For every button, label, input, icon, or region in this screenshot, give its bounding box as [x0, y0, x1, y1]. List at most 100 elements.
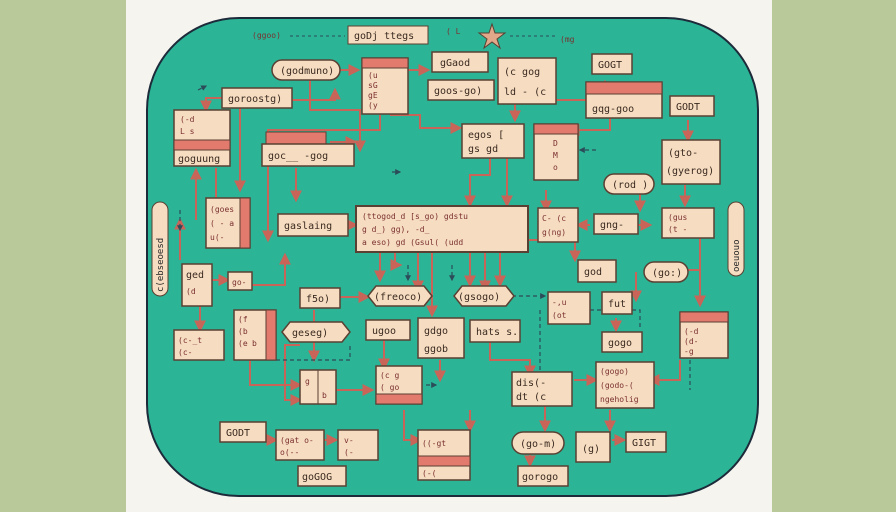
- left-side-label: c(ebseoesd: [156, 238, 166, 292]
- svg-text:(freoco): (freoco): [374, 292, 422, 303]
- left-side-pill: [151, 201, 169, 297]
- node-g-tall: ((-gt (-(: [417, 429, 471, 481]
- svg-text:M: M: [553, 151, 558, 160]
- svg-text:gogo: gogo: [608, 338, 632, 349]
- star-icon: [477, 22, 507, 50]
- node-right-small: (-d (d- -g: [679, 311, 729, 359]
- node-tall-right: (gto- (gyerog): [661, 139, 721, 185]
- svg-text:gqg-goo: gqg-goo: [592, 104, 634, 115]
- node-ggaod: gGaod: [431, 51, 489, 73]
- svg-text:(y: (y: [368, 101, 378, 110]
- svg-text:goGOG: goGOG: [302, 472, 332, 483]
- svg-text:b: b: [252, 339, 257, 348]
- svg-text:gGaod: gGaod: [440, 58, 470, 69]
- node-go-m: (go-m): [511, 431, 565, 455]
- svg-text:hats s.: hats s.: [476, 327, 518, 338]
- svg-text:(b: (b: [238, 327, 248, 336]
- svg-text:(gus: (gus: [668, 213, 687, 222]
- node-gorogo: gorogo: [517, 465, 569, 487]
- svg-text:g d_) gg), -d_: g d_) gg), -d_: [362, 225, 430, 234]
- top-title: goDj ttegs: [354, 31, 414, 42]
- svg-text:( - a: ( - a: [210, 219, 234, 228]
- svg-text:gaslaing: gaslaing: [284, 221, 332, 232]
- svg-text:(rod ): (rod ): [612, 180, 648, 191]
- svg-text:go-: go-: [232, 278, 246, 287]
- node-fut-stack: -,u (ot: [547, 291, 591, 325]
- top-label-right: (mg: [560, 35, 575, 44]
- svg-text:GIGT: GIGT: [632, 438, 656, 449]
- svg-text:((-gt: ((-gt: [422, 439, 446, 448]
- node-vertical-note: D M o: [533, 123, 579, 181]
- svg-text:a eso) gd (Gsul( (udd: a eso) gd (Gsul( (udd: [362, 238, 463, 247]
- node-mini-left: (goes ( - a u(-: [205, 197, 251, 249]
- node-gu: (g): [575, 431, 611, 463]
- svg-text:o: o: [553, 163, 558, 172]
- svg-text:(d: (d: [186, 287, 196, 296]
- svg-text:(-: (-: [344, 448, 354, 457]
- node-center-top: egos [ gs gd: [461, 123, 525, 159]
- node-goos-go: goos-go): [427, 79, 495, 101]
- node-gogo: gogo: [601, 331, 643, 353]
- node-ged: ged (d: [181, 263, 213, 307]
- svg-text:(goes: (goes: [210, 205, 234, 214]
- svg-text:(gsogo): (gsogo): [458, 292, 500, 303]
- svg-text:ggob: ggob: [424, 344, 448, 355]
- svg-text:o(--: o(--: [280, 448, 299, 457]
- node-hats: hats s.: [469, 319, 521, 343]
- node-cpe: C- (c g(ng): [537, 207, 579, 243]
- svg-text:(c-_t: (c-_t: [178, 336, 202, 345]
- node-mini-right: (gus (t -: [661, 207, 715, 239]
- node-main-box: (ttogod_d [s_go) gdstu g d_) gg), -d_ a …: [355, 205, 529, 253]
- svg-text:ged: ged: [186, 270, 204, 281]
- svg-text:(-d: (-d: [684, 327, 699, 336]
- svg-text:(-d: (-d: [180, 115, 195, 124]
- node-gigt: GIGT: [625, 431, 667, 453]
- svg-text:gorogo: gorogo: [522, 472, 558, 483]
- svg-text:(go-m): (go-m): [520, 439, 556, 450]
- svg-text:GOGT: GOGT: [598, 60, 622, 71]
- svg-text:goos-go): goos-go): [434, 86, 482, 97]
- svg-text:L s: L s: [180, 127, 195, 136]
- node-box-mid-left: (f (b (e b: [233, 309, 277, 361]
- svg-text:geseg): geseg): [292, 328, 328, 339]
- svg-text:(gyerog): (gyerog): [666, 166, 714, 177]
- svg-text:-g: -g: [684, 347, 694, 356]
- svg-text:(g): (g): [582, 444, 600, 455]
- svg-text:(ot: (ot: [552, 311, 567, 320]
- svg-text:b: b: [322, 391, 327, 400]
- svg-text:god: god: [584, 267, 602, 278]
- node-freoco: (freoco): [367, 285, 433, 307]
- svg-text:(godo-(: (godo-(: [600, 381, 634, 390]
- node-gol: (go:): [643, 261, 689, 283]
- node-godmuno: (godmuno): [271, 59, 341, 81]
- svg-text:f5o): f5o): [306, 294, 330, 305]
- svg-text:ld - (c: ld - (c: [504, 87, 546, 98]
- node-go-mid: (c g ( go: [375, 365, 423, 405]
- svg-text:( go: ( go: [380, 383, 399, 392]
- node-goroostg: goroostg): [221, 87, 293, 109]
- svg-text:dt (c: dt (c: [516, 392, 546, 403]
- svg-text:goc__ -gog: goc__ -gog: [268, 151, 328, 162]
- connectors: [174, 64, 706, 468]
- node-v: v- (-: [337, 429, 379, 461]
- node-ceq-box: (c gog ld - (c: [497, 57, 557, 105]
- svg-text:egos [: egos [: [468, 130, 504, 141]
- svg-text:gdgo: gdgo: [424, 326, 448, 337]
- svg-text:(go:): (go:): [652, 268, 682, 279]
- svg-text:g: g: [305, 377, 310, 386]
- right-side-label: oeuouo: [732, 239, 742, 272]
- svg-text:g(ng): g(ng): [542, 228, 566, 237]
- svg-text:sG: sG: [368, 81, 378, 90]
- svg-text:(f: (f: [238, 315, 248, 324]
- svg-text:fut: fut: [608, 299, 626, 310]
- node-gato: (gat o- o(--: [275, 429, 325, 461]
- svg-text:(c-: (c-: [178, 348, 192, 357]
- top-title-box: [347, 25, 429, 45]
- svg-text:gng-: gng-: [600, 220, 624, 231]
- top-label-mid: ( L: [446, 27, 461, 36]
- node-rod: (rod ): [603, 173, 655, 195]
- svg-text:(gogo): (gogo): [600, 367, 629, 376]
- svg-text:(t -: (t -: [668, 225, 687, 234]
- top-label-left: (ggoo): [252, 31, 281, 40]
- node-dis: dis(- dt (c: [511, 371, 573, 407]
